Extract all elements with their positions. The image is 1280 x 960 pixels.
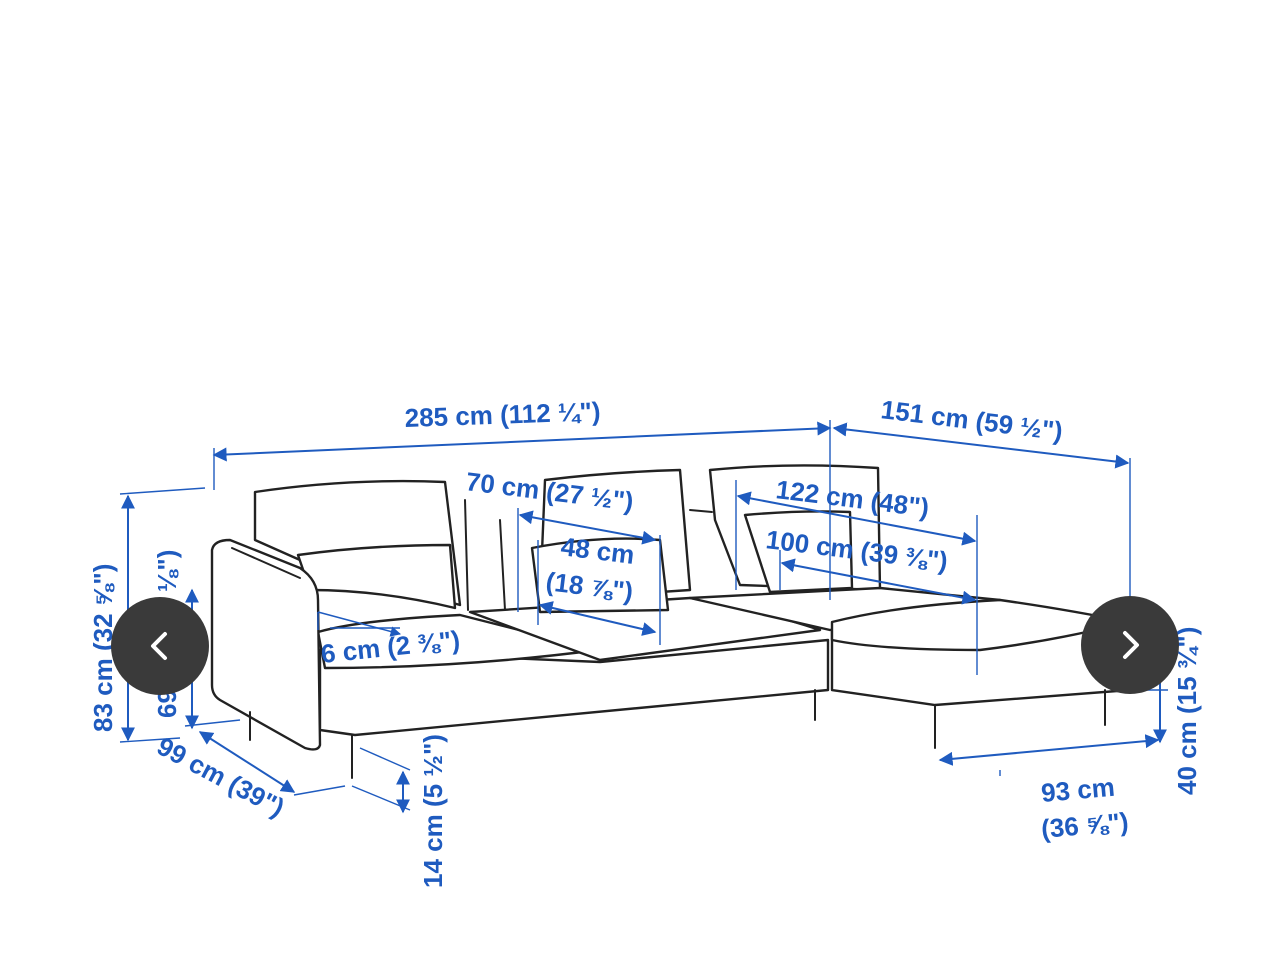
- next-image-button[interactable]: [1081, 596, 1179, 694]
- label-leg-height: 14 cm (5 ½"): [418, 734, 448, 888]
- sofa-illustration: [210, 464, 1132, 779]
- prev-image-button[interactable]: [111, 597, 209, 695]
- dimension-lines: [119, 420, 1168, 814]
- chevron-left-icon: [151, 632, 167, 660]
- label-chaise-depth-line2: (36 ⅝"): [1040, 806, 1130, 844]
- chevron-right-icon: [1123, 631, 1139, 659]
- label-chaise-width: 151 cm (59 ½"): [879, 394, 1064, 446]
- label-chaise-depth-line1: 93 cm: [1040, 772, 1116, 808]
- label-total-width: 285 cm (112 ¼"): [404, 396, 601, 433]
